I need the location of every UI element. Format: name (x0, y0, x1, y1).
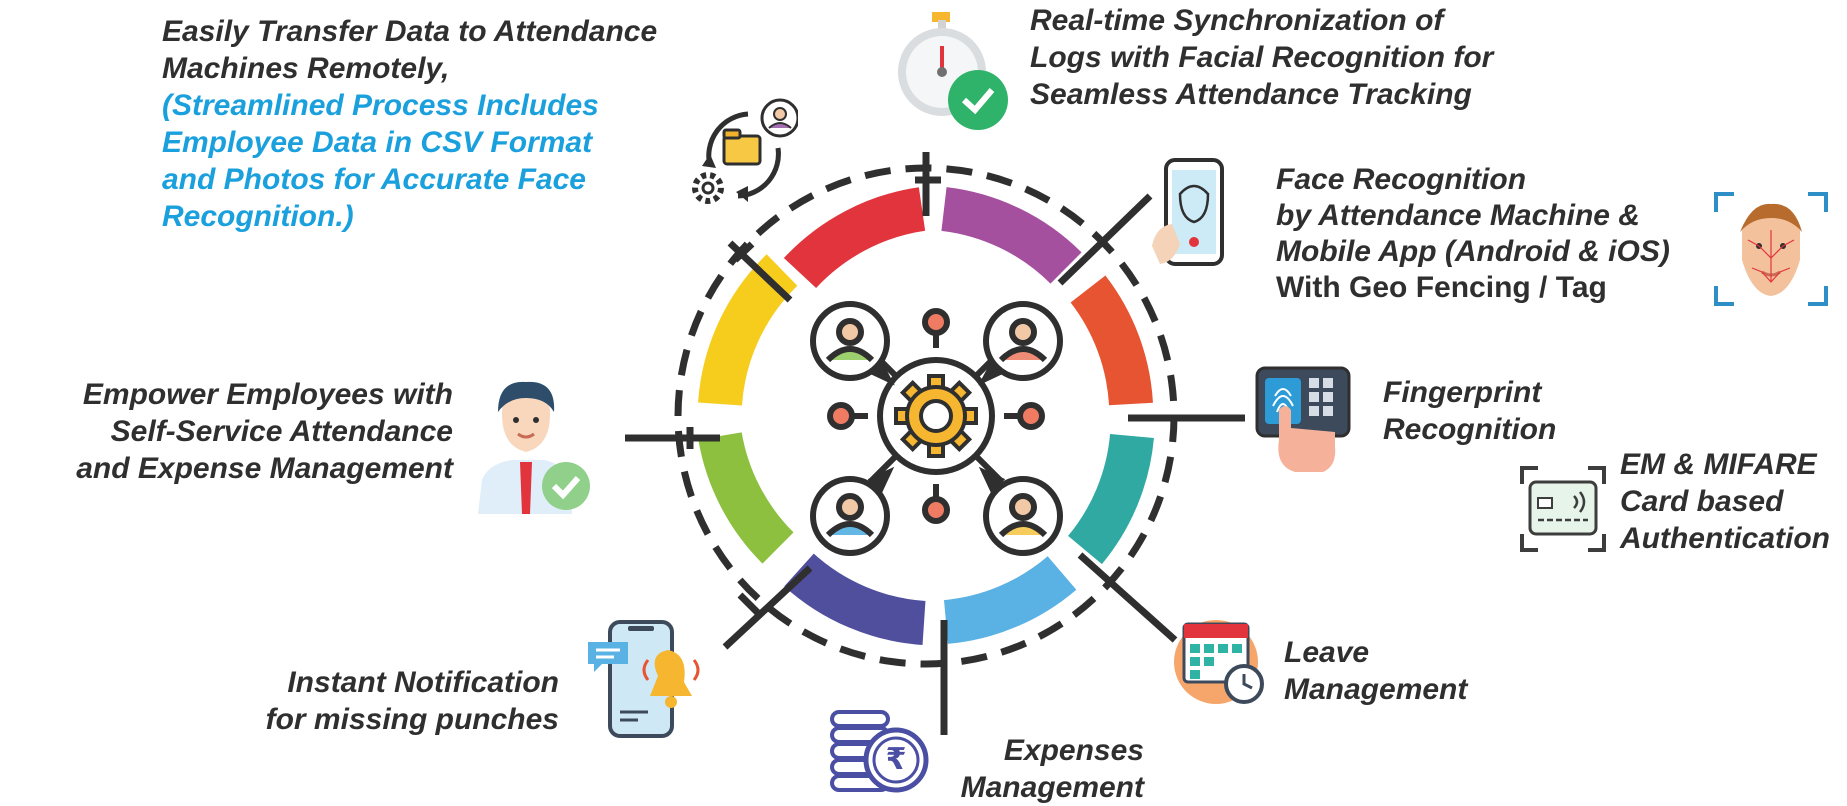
face-scan-icon (1714, 192, 1828, 306)
sync-folder-icon (692, 98, 798, 204)
feature-empower-line-1: Empower Employees with (82, 378, 453, 411)
feature-notification-line-2: for missing punches (265, 703, 559, 736)
feature-transfer-note-1: (Streamlined Process Includes (162, 89, 599, 122)
feature-sync-label: Real-time Synchronization of Logs with F… (1030, 2, 1493, 113)
ring-segment-green (698, 431, 794, 564)
ring-segment-teal (1067, 433, 1154, 565)
feature-leave-line-1: Leave (1284, 636, 1370, 669)
feature-expenses-line-1: Expenses (1003, 734, 1144, 767)
ring-segment-red (783, 187, 926, 289)
pointer-lines (625, 152, 1245, 735)
ring-segment-indigo (784, 553, 926, 645)
fingerprint-scanner-icon (1255, 366, 1351, 472)
rupee-coins-icon (830, 710, 929, 793)
rupee-symbol-icon: ₹ (885, 742, 907, 777)
user-node-bottom-right-icon (978, 466, 1063, 556)
feature-empower-label: Empower Employees with Self-Service Atte… (76, 376, 453, 487)
feature-transfer-line-2: Machines Remotely, (162, 52, 450, 85)
feature-expenses-label: Expenses Management (961, 732, 1144, 806)
feature-leave-label: Leave Management (1284, 634, 1467, 708)
user-node-top-left-icon (810, 301, 895, 386)
feature-card-label: EM & MIFARE Card based Authentication (1620, 446, 1830, 557)
calendar-clock-icon (1174, 620, 1264, 704)
employee-check-icon (478, 381, 590, 514)
feature-fingerprint-line-2: Recognition (1383, 413, 1557, 446)
central-gear-cog-icon (894, 374, 978, 458)
feature-face-line-1: Face Recognition (1276, 163, 1527, 196)
rfid-card-icon (1520, 466, 1606, 552)
feature-empower-line-3: and Expense Management (76, 452, 453, 485)
feature-face-geo-line: With Geo Fencing / Tag (1276, 271, 1607, 304)
feature-face-line-2: by Attendance Machine & (1276, 199, 1640, 232)
feature-face-line-3: Mobile App (Android & iOS) (1276, 235, 1670, 268)
feature-sync-line-1: Real-time Synchronization of (1030, 4, 1444, 37)
feature-sync-line-2: Logs with Facial Recognition for (1030, 41, 1494, 74)
feature-fingerprint-line-1: Fingerprint (1383, 376, 1542, 409)
feature-face-label: Face Recognition by Attendance Machine &… (1276, 162, 1670, 306)
feature-sync-line-3: Seamless Attendance Tracking (1030, 78, 1472, 111)
feature-empower-line-2: Self-Service Attendance (110, 415, 453, 448)
feature-card-line-1: EM & MIFARE (1620, 448, 1817, 481)
feature-leave-line-2: Management (1284, 673, 1468, 706)
feature-transfer-note-4: Recognition.) (162, 200, 354, 233)
ring-segment-yellow (698, 254, 798, 406)
ring-segment-orange (1070, 275, 1153, 406)
feature-notification-label: Instant Notification for missing punches (266, 664, 559, 738)
feature-notification-line-1: Instant Notification (287, 666, 559, 699)
feature-transfer-label: Easily Transfer Data to Attendance Machi… (162, 13, 657, 235)
user-node-top-right-icon (978, 301, 1063, 386)
phone-face-scan-icon (1152, 158, 1224, 266)
stopwatch-check-icon (898, 12, 1008, 130)
feature-transfer-note-2: Employee Data in CSV Format (162, 126, 593, 159)
feature-transfer-note-3: and Photos for Accurate Face (162, 163, 586, 196)
user-node-bottom-left-icon (810, 466, 895, 556)
ring-segment-sky (943, 555, 1077, 644)
feature-expenses-line-2: Management (960, 771, 1144, 804)
feature-transfer-line-1: Easily Transfer Data to Attendance (162, 15, 658, 48)
phone-notification-icon (588, 620, 700, 738)
feature-card-line-2: Card based (1620, 485, 1784, 518)
feature-card-line-3: Authentication (1620, 522, 1830, 555)
ring-segment-purple (940, 187, 1082, 284)
feature-fingerprint-label: Fingerprint Recognition (1383, 374, 1556, 448)
